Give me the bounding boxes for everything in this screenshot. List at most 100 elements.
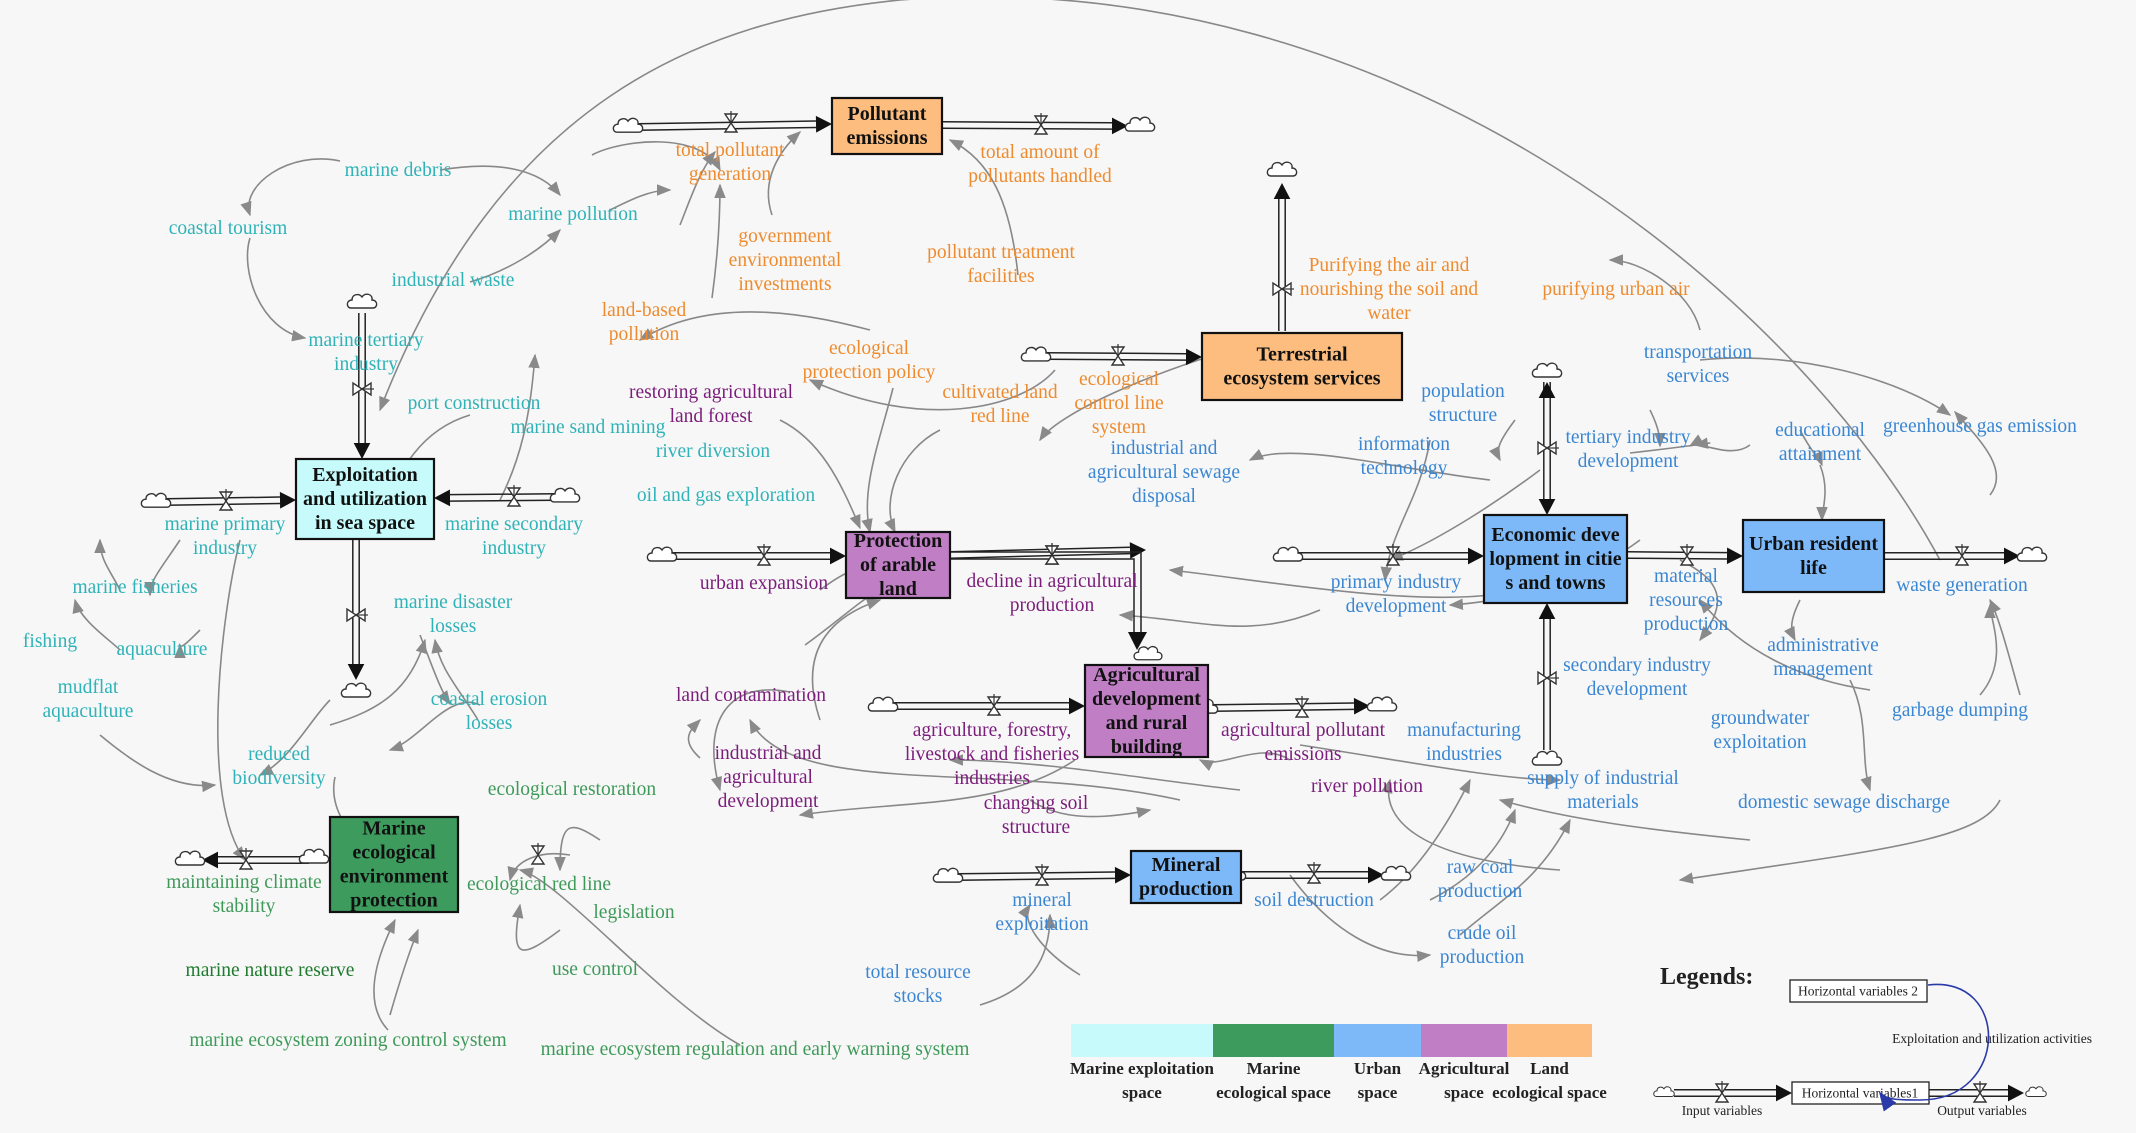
var-legislation: legislation xyxy=(593,902,674,923)
cloud-icon xyxy=(1653,1086,1675,1097)
var-marine-tertiary-line: marine tertiary xyxy=(308,330,424,351)
var-marine-sand-mining: marine sand mining xyxy=(511,417,666,438)
var-river-pollution: river pollution xyxy=(1311,776,1423,797)
var-industrial-agri-sewage-line: agricultural sewage xyxy=(1088,462,1240,483)
var-marine-regulation-line: marine ecosystem regulation and early wa… xyxy=(541,1039,970,1060)
legend-feedback-arrow xyxy=(1878,983,1990,1112)
causal-arrow xyxy=(1678,799,2001,884)
causal-arrow xyxy=(373,918,396,1031)
var-aquaculture-line: aquaculture xyxy=(117,639,208,660)
causal-arrow xyxy=(1198,752,1291,771)
legend-output-variables: Output variables xyxy=(1937,1103,2027,1118)
var-port-construction-line: port construction xyxy=(408,393,541,414)
var-marine-disaster-losses-line: losses xyxy=(430,616,477,637)
var-oil-gas-exploration-line: oil and gas exploration xyxy=(637,485,815,506)
causal-arrow xyxy=(1679,559,1719,642)
causal-arrow xyxy=(711,183,726,299)
flow-pipe xyxy=(1538,382,1556,515)
var-government-investments-line: environmental xyxy=(729,250,842,271)
legend-swatch xyxy=(1213,1024,1334,1057)
cloud-icon xyxy=(1380,865,1412,881)
var-crude-oil-line: production xyxy=(1440,947,1525,968)
var-urban-expansion-line: urban expansion xyxy=(700,573,829,594)
stock-label-line: and utilization xyxy=(303,488,427,510)
causal-arrow xyxy=(1989,598,2021,696)
causal-arrow xyxy=(1029,799,1152,819)
stock-label-line: Agricultural xyxy=(1093,664,1200,686)
valve-icon xyxy=(1044,543,1060,565)
causal-arrow xyxy=(518,867,741,1046)
flow-pipe xyxy=(1884,547,2020,565)
legend-title: Legends: xyxy=(1660,964,1753,990)
cloud-icon xyxy=(174,850,206,866)
causal-arrow xyxy=(1799,429,1823,467)
var-marine-pollution: marine pollution xyxy=(508,204,638,225)
causal-arrows xyxy=(72,0,2021,1046)
legend-swatch xyxy=(1071,1024,1213,1057)
causal-arrow xyxy=(99,734,217,793)
causal-arrow xyxy=(144,539,181,597)
valve-icon xyxy=(530,843,546,865)
var-government-investments-line: investments xyxy=(738,274,831,295)
cloud-icon xyxy=(1531,750,1563,766)
flow-pipe xyxy=(1212,697,1370,715)
var-raw-coal-line: production xyxy=(1438,881,1523,902)
var-transportation-services-line: transportation xyxy=(1644,342,1753,363)
var-industrial-agri-development-line: development xyxy=(718,791,819,812)
causal-arrow xyxy=(1688,434,1751,452)
var-marine-primary-line: marine primary xyxy=(165,514,286,535)
cloud-icon xyxy=(2025,1086,2047,1097)
causal-arrow xyxy=(1816,464,1828,522)
var-industrial-waste-line: industrial waste xyxy=(392,270,515,291)
causal-arrow xyxy=(979,913,1056,1006)
var-ecological-control-line-line: system xyxy=(1092,417,1146,438)
var-ecological-restoration: ecological restoration xyxy=(488,779,657,800)
var-groundwater-exploitation-line: groundwater xyxy=(1711,708,1810,729)
var-purifying-air-soil-line: Purifying the air and xyxy=(1309,255,1470,276)
var-marine-pollution-line: marine pollution xyxy=(508,204,638,225)
causal-arrow xyxy=(1979,603,1998,696)
var-secondary-industry-dev-line: development xyxy=(1587,679,1688,700)
cloud-icon xyxy=(1020,346,1052,362)
valve-icon xyxy=(1272,281,1294,297)
stock-label-line: Economic deve xyxy=(1491,524,1619,546)
cloud-icon xyxy=(1366,696,1398,712)
var-land-based-pollution-line: land-based xyxy=(602,300,687,321)
var-restoring-agri-forest-line: restoring agricultural xyxy=(629,382,794,403)
causal-arrow xyxy=(246,237,307,342)
var-marine-secondary-line: marine secondary xyxy=(445,514,583,535)
var-ecological-control-line-line: ecological xyxy=(1079,369,1160,390)
stock-label-line: building xyxy=(1111,736,1182,758)
cloud-icon xyxy=(346,293,378,309)
var-marine-tertiary-line: industry xyxy=(334,354,398,375)
valve-icon xyxy=(1972,1081,1988,1103)
causal-arrow xyxy=(217,539,246,862)
var-urban-expansion: urban expansion xyxy=(700,573,829,594)
stock-label-line: Urban resident xyxy=(1749,533,1878,555)
flow-pipe xyxy=(353,313,371,459)
var-crude-oil-line: crude oil xyxy=(1448,923,1517,944)
var-marine-fisheries: marine fisheries xyxy=(72,577,197,598)
var-domestic-sewage-line: domestic sewage discharge xyxy=(1738,792,1950,813)
causal-arrow xyxy=(1248,449,1491,481)
var-primary-industry-dev-line: primary industry xyxy=(1331,572,1462,593)
